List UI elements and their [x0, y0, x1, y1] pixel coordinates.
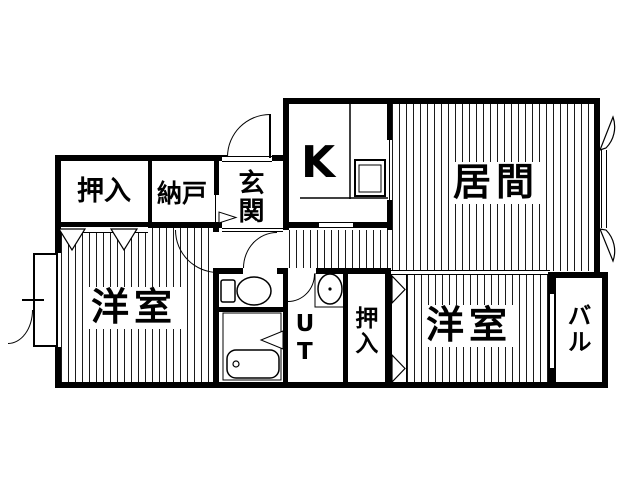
wall: [283, 104, 289, 230]
room-label-entrance: 玄関: [234, 169, 265, 225]
wall: [55, 382, 608, 388]
wall: [148, 161, 152, 222]
room-label-kitchen: K: [300, 137, 336, 188]
wall: [283, 274, 288, 382]
bay-window-tick: [22, 299, 44, 301]
casement-window-icon: [598, 115, 616, 263]
wall: [602, 278, 608, 382]
wall: [283, 98, 600, 104]
room-label-bedroom-left: 洋室: [87, 287, 182, 329]
east-window-frame: [601, 150, 602, 228]
storage-door-line: [215, 195, 216, 228]
wall: [387, 104, 392, 140]
kitchen-sliding-door: [319, 222, 353, 228]
room-label-closet-top: 押入: [77, 176, 131, 207]
folding-door-icon: [57, 228, 139, 252]
bath-door-marker: [259, 330, 284, 350]
wall: [548, 368, 556, 382]
living-bedroom-partition: [391, 270, 550, 275]
folding-door-icon: [391, 274, 406, 384]
stove-icon: [354, 159, 386, 197]
wall: [343, 274, 348, 382]
wall: [213, 268, 243, 274]
wall: [55, 347, 61, 382]
entrance-door-leaf: [269, 114, 271, 158]
room-label-bedroom-right: 洋室: [422, 305, 517, 347]
bathtub-icon: [222, 312, 282, 381]
wall: [548, 272, 608, 278]
wall: [283, 222, 319, 228]
balcony-sliding-window: [548, 294, 556, 368]
wall: [55, 155, 227, 161]
wall: [385, 274, 391, 385]
wall: [548, 278, 556, 294]
closet-door-track: [391, 274, 392, 384]
room-label-balcony: バル: [562, 303, 591, 355]
entrance-step-line: [222, 228, 283, 232]
room-label-living: 居間: [449, 162, 544, 204]
wall: [214, 155, 219, 195]
wash-basin-icon: [314, 273, 345, 308]
room-label-closet-bottom: 押入: [350, 306, 377, 356]
wall: [316, 268, 391, 274]
kitchen-living-opening: [389, 140, 390, 200]
wall: [272, 155, 288, 161]
wall: [55, 155, 61, 253]
wall: [219, 307, 283, 312]
closet-door-track: [406, 274, 407, 384]
entrance-step-marker: [218, 211, 238, 224]
kitchen-counter-icon: [300, 104, 388, 199]
closet-folding-track: [61, 226, 148, 233]
room-label-storage: 納戸: [156, 179, 207, 208]
wall: [387, 200, 392, 230]
corridor: [289, 230, 391, 268]
wall: [353, 222, 391, 228]
wall: [213, 268, 219, 388]
toilet-icon: [220, 276, 272, 306]
wall: [55, 222, 222, 228]
east-window-frame: [606, 150, 607, 228]
wall: [277, 268, 288, 274]
wall: [594, 104, 600, 278]
room-label-utility: UT: [291, 311, 318, 367]
